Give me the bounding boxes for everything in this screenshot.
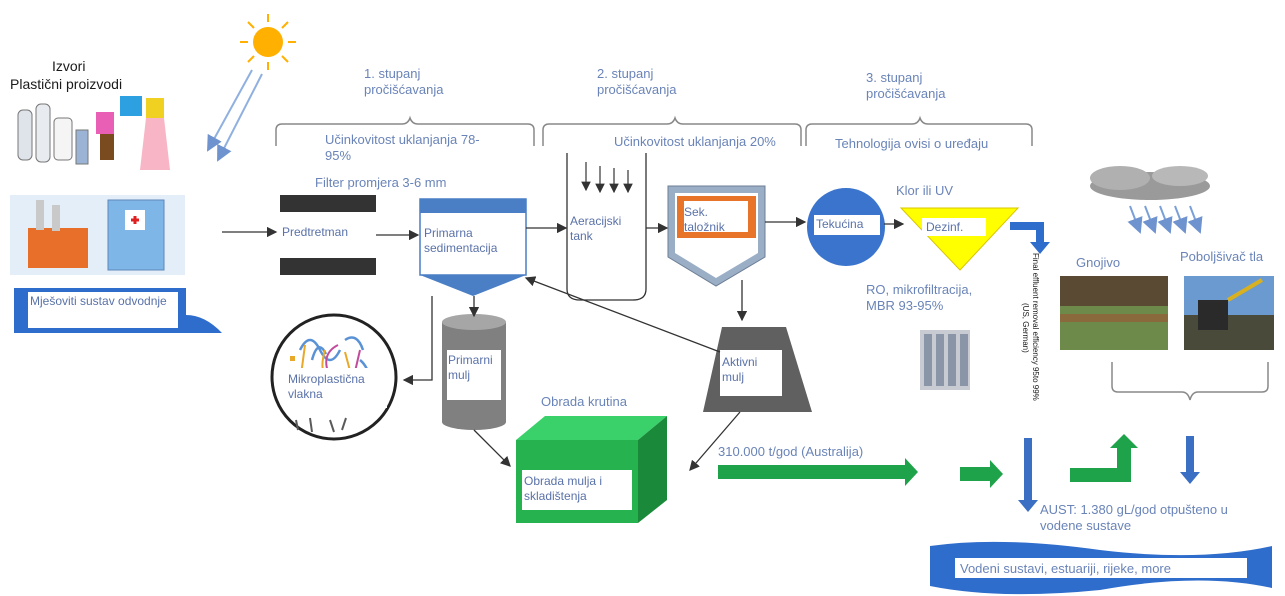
plastic-products-icon <box>17 96 170 170</box>
water-systems-label: Vodeni sustavi, estuariji, rijeke, more <box>960 561 1171 576</box>
solids-label: Obrada krutina <box>541 394 627 409</box>
sec-clarifier-label: Sek. taložnik <box>684 205 725 234</box>
mbr-module-photo <box>920 330 970 390</box>
soil-machine-photo <box>1184 276 1274 350</box>
secondary-clarifier <box>667 185 766 287</box>
green-arrow-long <box>718 458 918 486</box>
stage1-efficiency: Učinkovitost uklanjanja 78-95% <box>325 132 480 163</box>
disinfection-label: Dezinf. <box>926 220 964 234</box>
fertilizer-label: Gnojivo <box>1076 255 1121 270</box>
final-efficiency-source: (US, German) <box>1021 303 1030 353</box>
down-arrow-left <box>1018 438 1038 512</box>
primary-sedimentation-tank <box>419 198 527 296</box>
stage-braces <box>275 115 1033 146</box>
sources-subtitle: Plastični proizvodi <box>10 76 123 92</box>
process-flow-arrows <box>222 216 905 471</box>
microfiber-magnifier <box>270 313 398 441</box>
pretreatment-bar-bottom <box>280 258 376 275</box>
down-arrow-right <box>1180 436 1200 484</box>
field-photo <box>1060 276 1168 350</box>
liquid-label: Tekućina <box>816 217 864 231</box>
reuse-brace <box>1111 362 1269 401</box>
sludge-storage-label: Obrada mulja i skladištenja <box>524 474 603 503</box>
primary-sed-label: Primarna sedimentacija <box>424 226 498 255</box>
pretreatment-label: Predtretman <box>282 225 349 239</box>
aust-release-label: AUST: 1.380 gL/god otpušteno u vodene su… <box>1040 502 1228 533</box>
sunlight-arrows <box>207 69 263 162</box>
stage2-efficiency: Učinkovitost uklanjanja 20% <box>614 134 776 149</box>
microfibers-label: Mikroplastična vlakna <box>288 372 365 401</box>
soil-improver-label: Poboljšivač tla <box>1180 249 1264 264</box>
primary-sludge-label: Primarni mulj <box>448 353 493 382</box>
stage3-title: 3. stupanj pročišćavanja <box>866 70 946 101</box>
pretreatment-bar-top <box>280 195 376 212</box>
australia-flow-label: 310.000 t/god (Australija) <box>718 444 864 459</box>
sludge-treatment-box <box>516 416 667 523</box>
disinfection-triangle <box>899 207 1020 271</box>
aeration-label: Aeracijski tank <box>570 214 622 243</box>
stage2-title: 2. stupanj pročišćavanja <box>597 66 677 97</box>
sewer-label: Mješoviti sustav odvodnje <box>30 294 167 308</box>
stage3-technology: Tehnologija ovisi o uređaju <box>835 136 989 151</box>
active-sludge-label: Aktivni mulj <box>722 355 758 384</box>
green-arrow-up <box>1070 434 1138 482</box>
disinfection-method: Klor ili UV <box>896 183 954 198</box>
rain-cloud-icon <box>1090 166 1210 234</box>
sun-icon <box>240 14 296 70</box>
primary-sludge-cylinder <box>442 314 506 430</box>
sources-title: Izvori <box>52 58 86 74</box>
stage1-title: 1. stupanj pročišćavanja <box>364 66 444 97</box>
aeration-arrows <box>581 162 633 194</box>
filter-label: Filter promjera 3-6 mm <box>315 175 447 190</box>
green-arrow-short <box>960 460 1003 488</box>
ro-label: RO, mikrofiltracija, MBR 93-95% <box>866 282 973 313</box>
city-industry-icon <box>10 195 185 275</box>
final-efficiency-label: Final effluent removal efficiency 95to 9… <box>1031 253 1040 401</box>
effluent-arrow <box>1010 222 1050 254</box>
